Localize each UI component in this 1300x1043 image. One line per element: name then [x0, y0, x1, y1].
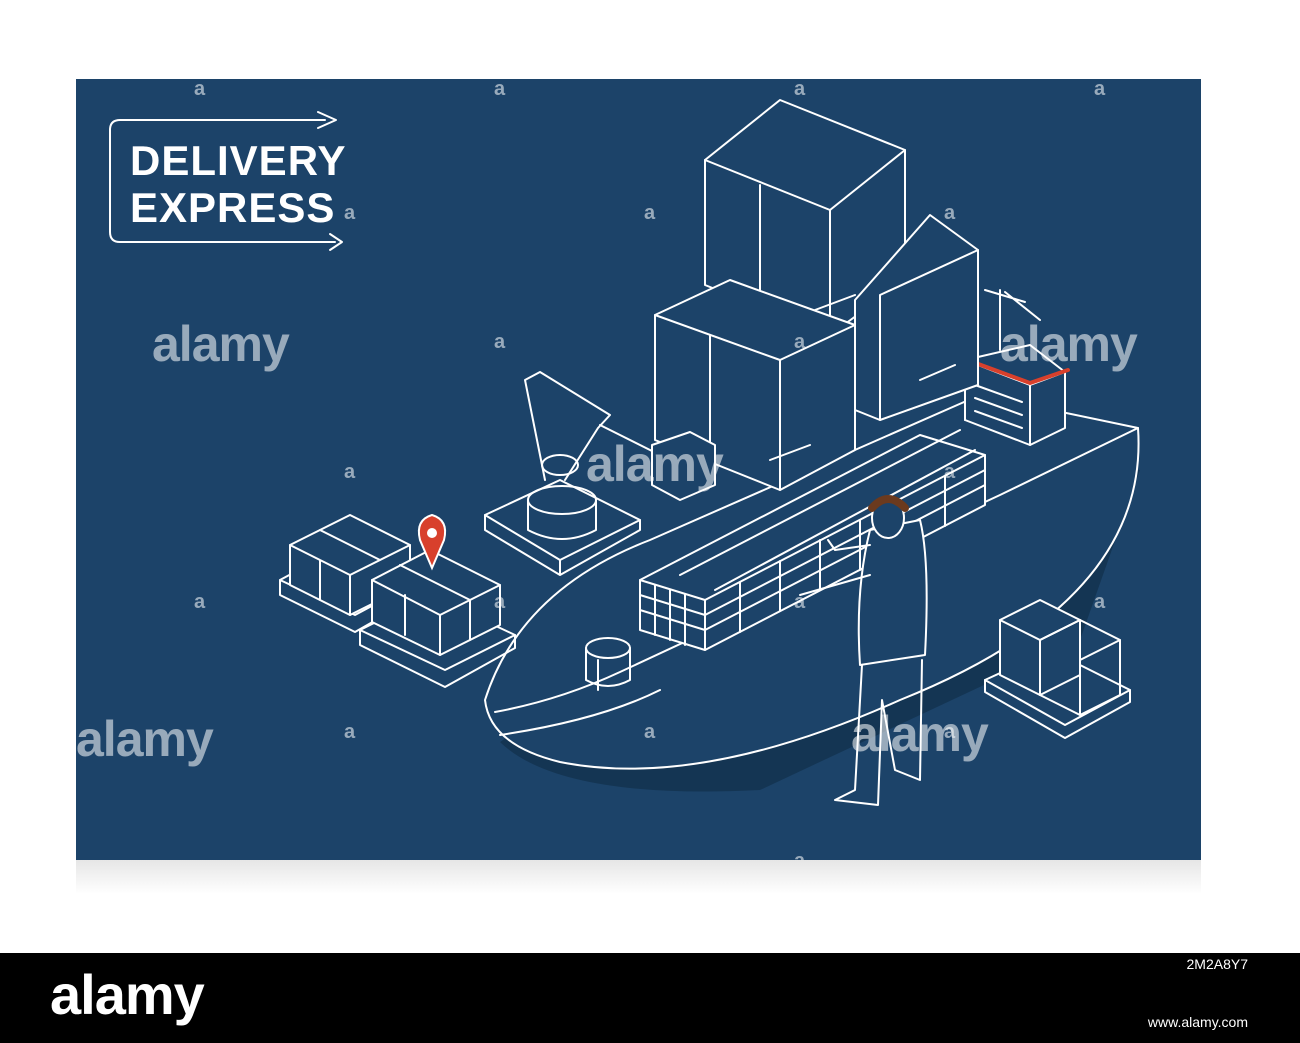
arrow-right-icon [317, 111, 337, 129]
watermark-mark: a [344, 202, 356, 224]
footer-image-id: 2M2A8Y7 [1186, 956, 1248, 972]
watermark-mark: a [794, 331, 806, 353]
watermark-mark: a [944, 202, 956, 224]
robotic-arm [484, 371, 716, 576]
watermark-mark: a [794, 591, 806, 613]
footer-url: www.alamy.com [1147, 1014, 1248, 1030]
cargo-ship [484, 289, 1140, 770]
watermark-mark: a [194, 79, 206, 100]
watermark-mark: a [494, 331, 506, 353]
watermark-mark: a [1094, 79, 1106, 100]
watermark-text: alamy [851, 706, 989, 762]
logo-line-express: EXPRESS [130, 184, 336, 231]
footer-brand: alamy [50, 963, 205, 1026]
watermark-text: alamy [1000, 316, 1138, 372]
watermark-mark: a [344, 721, 356, 743]
footer-bar: alamy 2M2A8Y7 www.alamy.com [0, 953, 1300, 1043]
left-pallet-boxes [279, 514, 516, 688]
watermark-mark: a [944, 721, 956, 743]
illustration-panel: DELIVERY EXPRESS alamy alamy alamy alamy… [76, 79, 1201, 860]
businessman [799, 495, 928, 806]
watermark-mark: a [644, 202, 656, 224]
watermark-mark: a [194, 591, 206, 613]
shipping-scene [109, 99, 1140, 806]
watermark-mark: a [494, 79, 506, 100]
watermark-mark: a [794, 851, 805, 860]
stacked-boxes [654, 99, 979, 491]
location-pin-icon [417, 513, 447, 571]
watermark-mark: a [494, 591, 506, 613]
watermark-mark: a [944, 461, 956, 483]
logo-line-delivery: DELIVERY [130, 137, 347, 184]
arrow-right-icon [329, 233, 343, 251]
watermark-mark: a [644, 721, 656, 743]
watermark-text: alamy [586, 436, 724, 492]
watermark-text: alamy [76, 711, 214, 767]
watermark-mark: a [794, 79, 806, 100]
right-pallet-boxes [984, 599, 1131, 739]
watermark-text: alamy [152, 316, 290, 372]
logo-frame [109, 111, 343, 251]
watermark-mark: a [344, 461, 356, 483]
panel-reflection [76, 860, 1201, 894]
watermark-mark: a [1094, 591, 1106, 613]
